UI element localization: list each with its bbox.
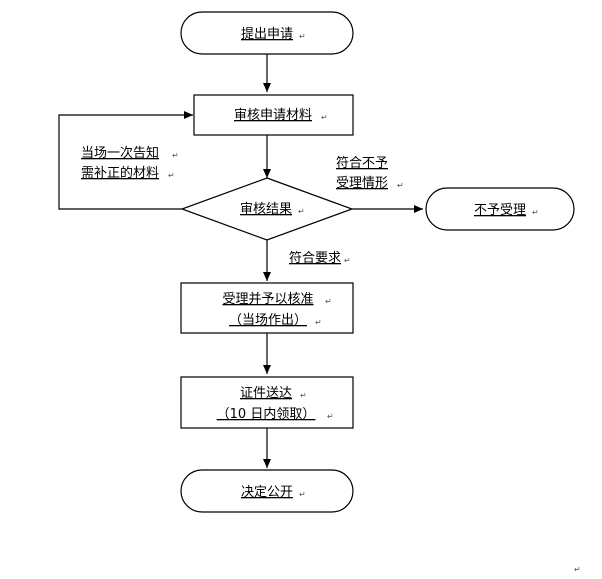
paragraph-mark: ↵: [574, 565, 581, 574]
edge-label-supplement-line2: 需补正的材料: [81, 165, 159, 181]
node-reject-shape: [425, 187, 575, 231]
paragraph-mark: ↵: [327, 412, 334, 421]
node-deliver-line1: 证件送达: [240, 386, 292, 401]
edge-label-meet: 符合要求: [289, 250, 341, 266]
node-reject-label: 不予受理: [474, 203, 526, 218]
node-accept-shape: [180, 282, 354, 334]
paragraph-mark: ↵: [325, 297, 332, 306]
node-accept-line2: （当场作出）: [229, 313, 307, 328]
paragraph-mark: ↵: [299, 490, 306, 499]
paragraph-mark: ↵: [321, 113, 328, 122]
node-review-label: 审核申请材料: [234, 108, 312, 123]
node-decision-label: 审核结果: [240, 202, 292, 217]
node-review-shape: [193, 94, 354, 136]
paragraph-mark: ↵: [344, 256, 351, 265]
node-accept-line1: 受理并予以核准: [222, 292, 313, 307]
paragraph-mark: ↵: [397, 181, 404, 190]
node-end-shape: [180, 469, 354, 513]
paragraph-mark: ↵: [299, 32, 306, 41]
paragraph-mark: ↵: [172, 151, 179, 160]
paragraph-mark: ↵: [300, 391, 307, 400]
edge-label-not-meet-line2: 受理情形: [336, 176, 388, 191]
paragraph-mark: ↵: [298, 207, 305, 216]
paragraph-mark: ↵: [168, 171, 175, 180]
node-start-shape: [180, 11, 354, 55]
edge-supplement-loop: [58, 111, 193, 210]
paragraph-mark: ↵: [315, 318, 322, 327]
node-start-label: 提出申请: [241, 26, 293, 42]
edge-label-not-meet-line1: 符合不予: [336, 155, 388, 171]
node-decision-shape: [180, 177, 354, 241]
node-end-label: 决定公开: [241, 485, 293, 500]
edge-label-supplement-line1: 当场一次告知: [81, 145, 159, 161]
paragraph-mark: ↵: [532, 208, 539, 217]
node-deliver-line2: （10 日内领取）: [217, 406, 316, 422]
node-deliver-shape: [180, 376, 354, 429]
